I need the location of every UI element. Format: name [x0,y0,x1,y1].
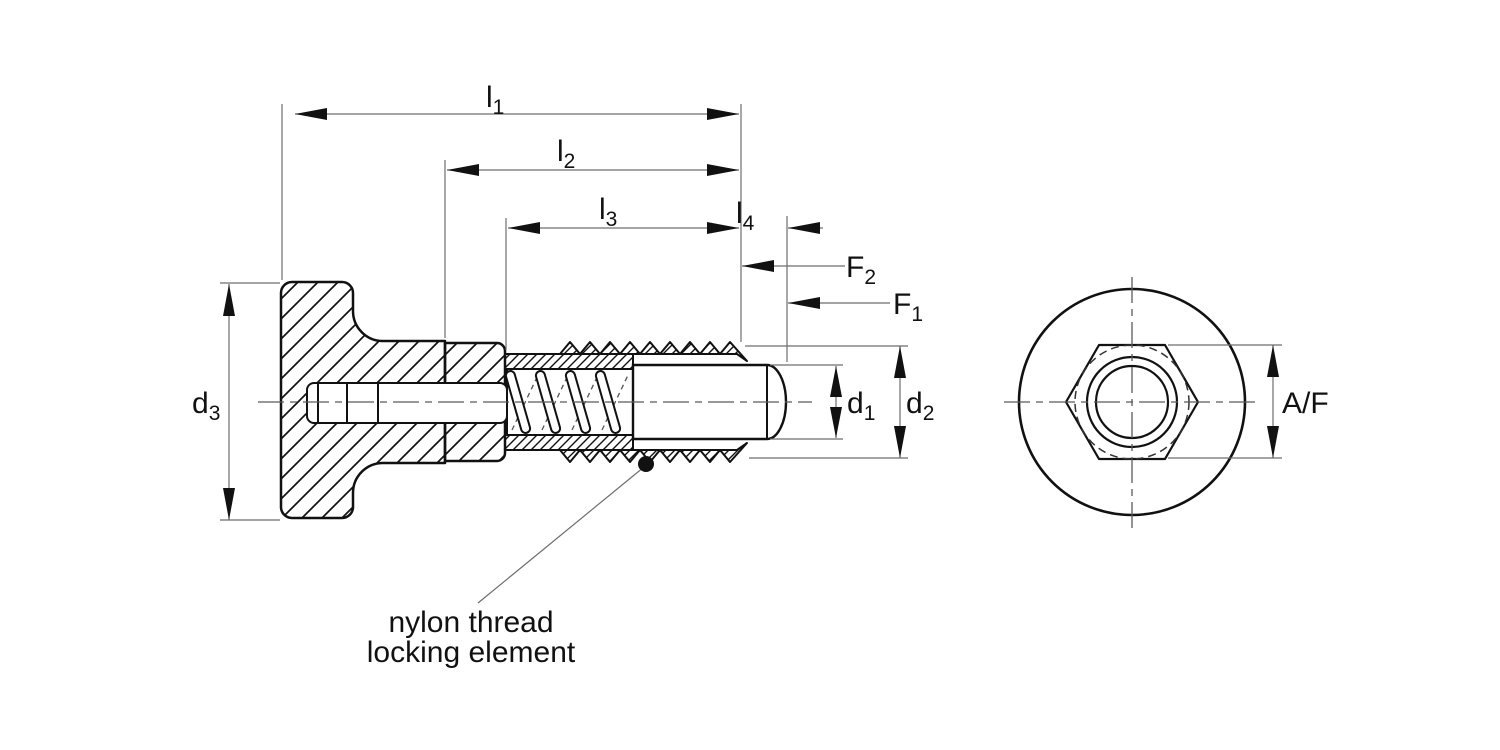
annotation-line1: nylon thread [388,606,553,639]
dim-F1: F1 [788,288,923,326]
locking-element-dot [638,456,654,472]
dimensions: l1 l2 l3 l4 F2 [192,81,1329,521]
dim-l3: l3 [508,193,739,234]
thread-teeth-top [559,341,748,362]
label-F2: F2 [846,251,876,289]
dim-d1: d1 [770,364,875,440]
label-l4: l4 [736,197,755,235]
label-af: A/F [1282,387,1329,420]
sleeve-wall-top [504,353,634,370]
dim-F2: F2 [742,251,876,289]
annotation-line2: locking element [367,636,576,669]
nylon-annotation: nylon thread locking element [367,456,654,669]
dim-d2: d2 [745,345,934,459]
leader-line [477,466,645,604]
rear-stem-channel [306,382,508,424]
end-view [1004,277,1261,528]
side-section-view [258,280,812,520]
dim-l1: l1 [295,81,739,120]
dim-af: A/F [1168,344,1329,459]
label-l3: l3 [599,193,617,231]
dim-l4: l4 [736,197,823,235]
label-d2: d2 [906,387,934,425]
label-d3: d3 [192,387,220,425]
label-F1: F1 [893,288,923,326]
label-d1: d1 [847,387,875,425]
label-l2: l2 [557,135,575,173]
sleeve-wall-bottom [504,434,634,451]
dim-l2: l2 [447,135,739,176]
dim-d3: d3 [192,282,280,521]
label-l1: l1 [486,81,504,119]
thread-teeth-bottom [559,442,748,463]
